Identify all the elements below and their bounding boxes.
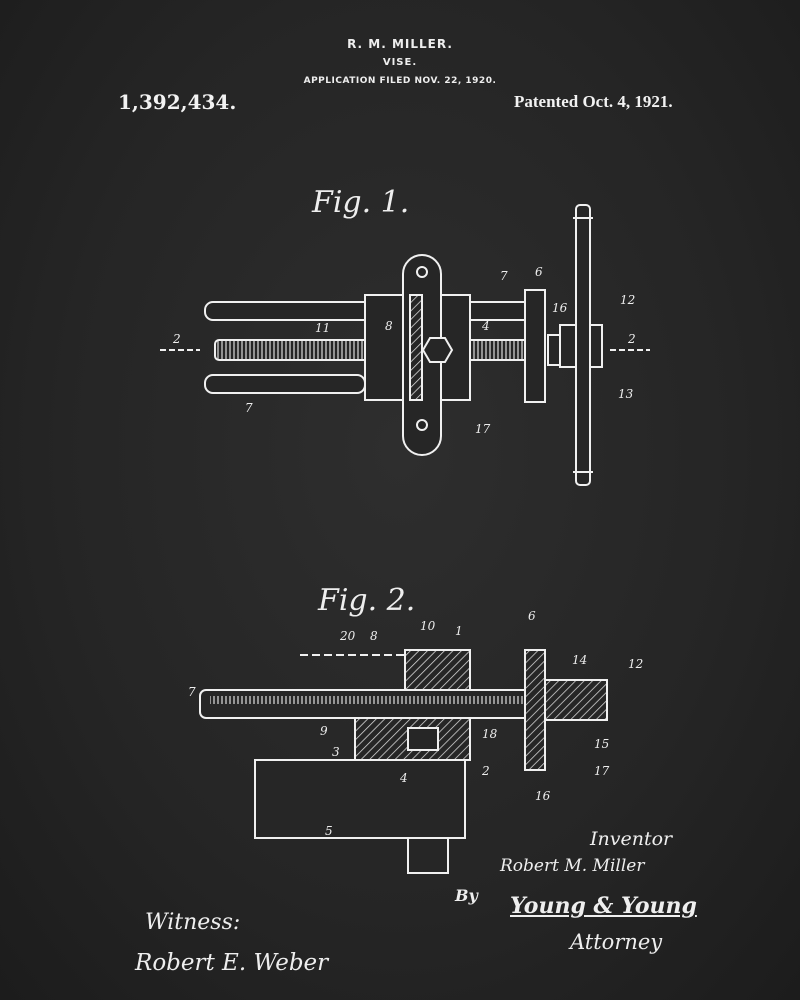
ref-numeral: 2 <box>627 332 636 346</box>
ref-numeral: 3 <box>332 745 340 759</box>
ref-numeral: 7 <box>245 401 253 415</box>
fig1-label: Fig. 1. <box>311 185 409 220</box>
ref-numeral: 17 <box>475 422 491 436</box>
ref-numeral: 20 <box>339 629 356 643</box>
ref-numeral: 7 <box>188 685 196 699</box>
ref-numeral: 12 <box>620 293 635 307</box>
jaw <box>524 289 546 403</box>
inventor-heading: Inventor <box>590 828 673 850</box>
ref-numeral: 2 <box>481 764 490 778</box>
ref-numeral: 6 <box>535 265 543 279</box>
ref-numeral: 4 <box>481 319 490 333</box>
collar <box>547 334 561 366</box>
figure-1: Fig. 1. 7 6 16 12 8 4 11 2 2 7 13 17 <box>160 185 650 486</box>
ref-numeral: 8 <box>385 319 393 333</box>
ref-numeral: 5 <box>325 824 333 838</box>
nut <box>421 337 454 363</box>
witness-name: Robert E. Weber <box>135 950 329 976</box>
patent-date: Patented Oct. 4, 1921. <box>514 92 673 111</box>
ref-numeral: 14 <box>572 653 587 667</box>
ref-numeral: 17 <box>594 764 610 778</box>
witness-heading: Witness: <box>145 910 241 935</box>
bench <box>254 759 466 839</box>
guide-rod-bottom <box>204 374 366 394</box>
ref-numeral: 1 <box>455 624 463 638</box>
screw-thread <box>210 696 605 704</box>
ref-numeral: 6 <box>528 609 536 623</box>
nut-section <box>407 727 439 751</box>
fig2-label: Fig. 2. <box>317 583 415 618</box>
attorney-heading: Attorney <box>570 930 663 954</box>
inventor-header: R. M. MILLER. <box>347 37 453 51</box>
ref-numeral: 18 <box>482 727 498 741</box>
front-jaw-section <box>524 649 546 771</box>
handle <box>575 204 591 486</box>
invention-title: VISE. <box>382 57 418 68</box>
application-filed: APPLICATION FILED NOV. 22, 1920. <box>303 76 497 86</box>
attorney-name: Young & Young <box>510 893 697 919</box>
ref-numeral: 10 <box>420 619 436 633</box>
ref-numeral: 13 <box>618 387 634 401</box>
jaw-section <box>404 649 471 691</box>
bolt-hole-top <box>416 266 428 278</box>
ref-numeral: 12 <box>628 657 643 671</box>
ref-numeral: 4 <box>399 771 408 785</box>
ref-numeral: 16 <box>552 301 568 315</box>
figure-2: Fig. 2. 20 8 10 1 6 14 12 7 9 3 4 18 2 1… <box>188 583 643 874</box>
ref-numeral: 16 <box>535 789 551 803</box>
ref-numeral: 11 <box>315 321 330 335</box>
hub-section <box>544 679 608 721</box>
by-label: By <box>455 886 478 905</box>
ref-numeral: 15 <box>594 737 609 751</box>
ref-numeral: 2 <box>172 332 181 346</box>
inventor-name: Robert M. Miller <box>500 856 645 876</box>
ref-numeral: 8 <box>370 629 378 643</box>
bolt-hole-bottom <box>416 419 428 431</box>
ref-numeral: 7 <box>500 269 508 283</box>
patent-number: 1,392,434. <box>118 90 237 114</box>
clamp-bolt <box>407 837 449 874</box>
ref-numeral: 9 <box>320 724 328 738</box>
section-bar <box>409 294 423 401</box>
